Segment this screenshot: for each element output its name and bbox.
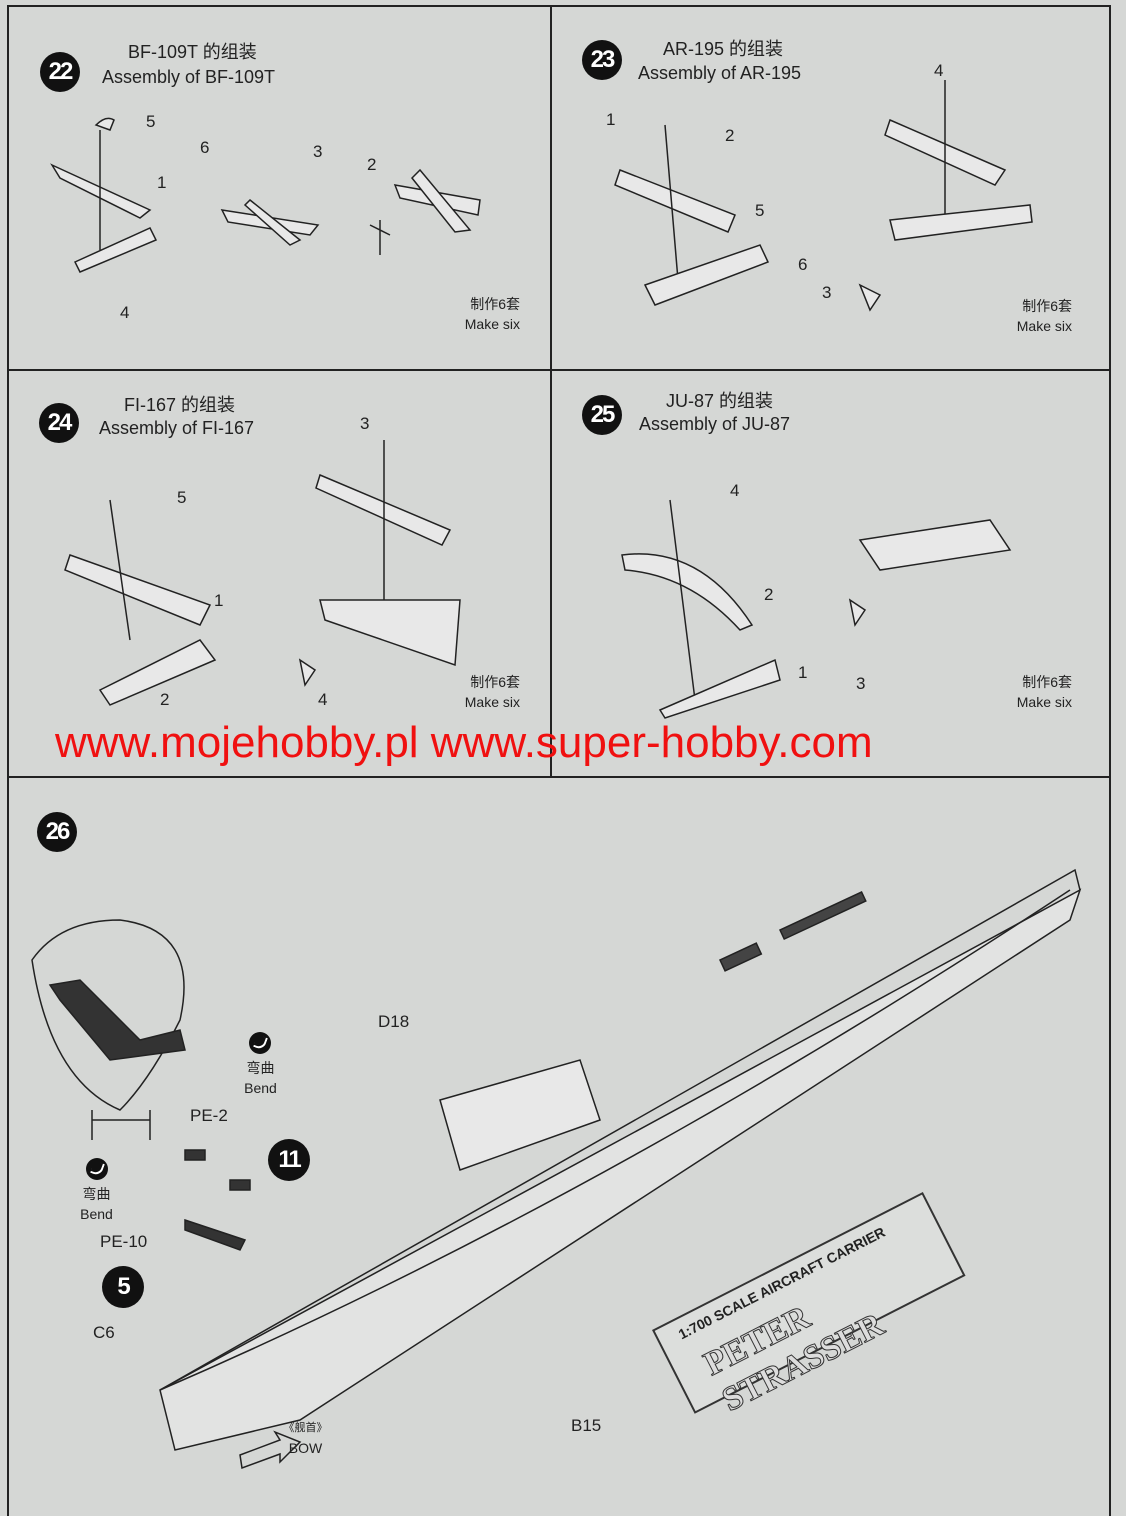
step-title-en: Assembly of BF-109T [102,67,276,87]
part-label: 5 [177,488,187,507]
callout-step-11: 11 [268,1139,310,1181]
frame-divider-h1 [7,369,1111,371]
part-label: 2 [160,690,170,709]
part-label: 2 [725,126,735,145]
part-label: 6 [798,255,808,274]
part-label: 1 [798,663,808,682]
step-title-en: Assembly of AR-195 [638,63,802,83]
step-number: 22 [40,52,80,92]
step-number: 23 [582,40,622,80]
part-label: 6 [200,138,210,157]
frame-left [7,5,9,1516]
step-number: 24 [39,403,79,443]
part-label: 4 [318,690,328,709]
frame-right [1109,5,1111,1516]
part-label: 4 [730,481,740,500]
callout-step-5: 5 [102,1266,144,1308]
part-label-d18: D18 [378,1012,410,1031]
part-label-b15: B15 [571,1416,602,1435]
part-label: 5 [146,112,156,131]
frame-top [7,5,1111,7]
ju87-drawing [621,499,1012,719]
carrier-drawing [31,868,1082,1470]
step-number: 26 [37,812,77,852]
step-title-cn: JU-87 的组装 [666,391,774,411]
part-label: 2 [764,585,774,604]
step-number: 25 [582,395,622,435]
frame-divider-h2 [7,776,1111,778]
part-label: 4 [934,61,944,80]
step-title-cn: FI-167 的组装 [124,395,236,415]
bf109t-drawing [50,117,481,273]
bend-icon [249,1032,271,1054]
step-title-cn: AR-195 的组装 [663,39,784,59]
part-label: 1 [214,591,224,610]
part-label: 3 [360,414,370,433]
part-label-pe2: PE-2 [190,1106,228,1125]
part-label: 3 [313,142,323,161]
part-label: 2 [367,155,377,174]
part-label: 3 [822,283,832,302]
fi167-drawing [64,440,461,706]
bow-label: 《舰首》BOW [283,1422,328,1456]
watermark: www.mojehobby.pl www.super-hobby.com [55,718,873,767]
step-title-en: Assembly of JU-87 [639,414,791,434]
bend-icon [86,1158,108,1180]
part-label: 1 [606,110,616,129]
part-label-c6: C6 [93,1323,115,1342]
part-label: 4 [120,303,130,322]
part-label: 5 [755,201,765,220]
frame-divider-vertical [550,5,552,777]
ar195-drawing [614,80,1033,312]
step-title-en: Assembly of FI-167 [99,418,255,438]
step-title-cn: BF-109T 的组装 [128,42,257,62]
part-label-pe10: PE-10 [100,1232,148,1251]
part-label: 1 [157,173,167,192]
part-label: 3 [856,674,866,693]
